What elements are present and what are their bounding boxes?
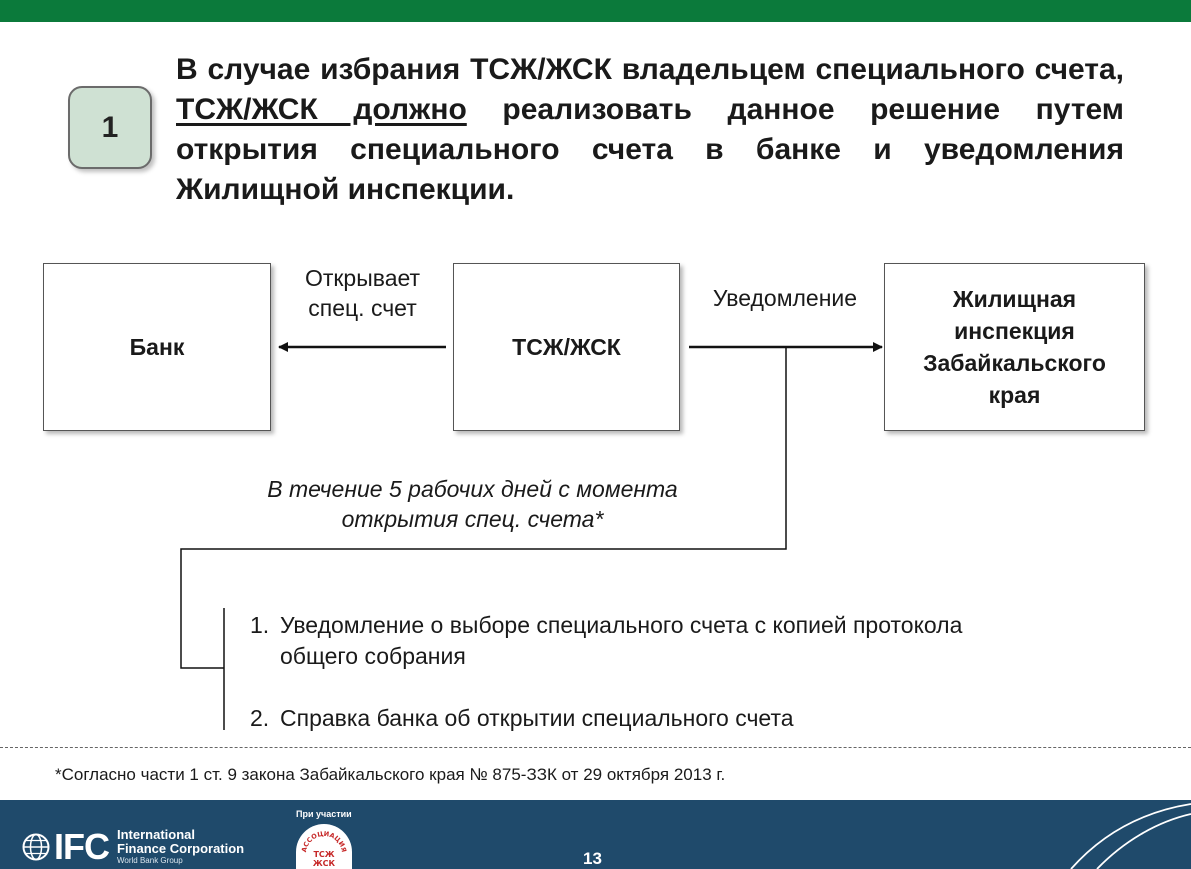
partner-association-logo: АССОЦИАЦИЯ ТСЖ ЖСК	[296, 824, 352, 869]
inspection-label-line: Забайкальского	[923, 350, 1106, 376]
required-documents-list: 1. Уведомление о выборе специального сче…	[250, 610, 1110, 734]
footnote: *Согласно части 1 ст. 9 закона Забайкаль…	[55, 765, 726, 784]
list-item: 1. Уведомление о выборе специального сче…	[250, 610, 1110, 672]
decorative-arcs	[1070, 803, 1191, 869]
bank-box: Банк	[43, 263, 271, 431]
tszh-box: ТСЖ/ЖСК	[453, 263, 680, 431]
step-number-badge: 1	[68, 86, 152, 169]
svg-text:ТСЖ: ТСЖ	[313, 850, 334, 859]
diagram-connectors	[180, 342, 883, 730]
ifc-name-line: International	[117, 827, 196, 842]
ifc-name: International Finance Corporation World …	[117, 828, 244, 866]
ifc-tagline: World Bank Group	[117, 856, 183, 865]
association-emblem-icon: АССОЦИАЦИЯ ТСЖ ЖСК	[300, 830, 348, 868]
ifc-logo: IFC International Finance Corporation Wo…	[22, 828, 244, 866]
deadline-connector	[180, 347, 787, 669]
page-number: 13	[583, 849, 602, 868]
deadline-line: В течение 5 рабочих дней с момента	[267, 476, 678, 502]
housing-inspection-box: Жилищная инспекция Забайкальского края	[884, 263, 1145, 431]
inspection-label-line: Жилищная	[952, 286, 1077, 312]
list-item-text: Уведомление о выборе специального счета …	[280, 612, 963, 638]
partner-caption: При участии	[296, 809, 352, 819]
footnote-divider	[0, 747, 1191, 748]
list-item-number: 2.	[250, 705, 270, 731]
slide-heading: В случае избрания ТСЖ/ЖСК владельцем спе…	[176, 50, 1124, 210]
list-item-number: 1.	[250, 612, 270, 638]
notification-label: Уведомление	[712, 285, 858, 311]
ifc-name-line: Finance Corporation	[117, 841, 245, 856]
list-item-text: Справка банка об открытии специального с…	[280, 705, 794, 731]
heading-underlined-text: ТСЖ/ЖСК должно	[176, 93, 467, 126]
list-item: 2. Справка банка об открытии специальног…	[250, 703, 1110, 734]
tszh-label: ТСЖ/ЖСК	[512, 334, 621, 360]
inspection-label-line: инспекция	[954, 318, 1075, 344]
heading-text-end: реализовать данное решение путем открыти…	[176, 93, 1124, 206]
globe-icon	[22, 833, 50, 861]
svg-text:ЖСК: ЖСК	[313, 859, 336, 868]
opens-account-line: Открывает	[304, 265, 421, 291]
deadline-label: В течение 5 рабочих дней с момента откры…	[190, 474, 755, 534]
opens-account-line: спец. счет	[308, 295, 417, 321]
list-item-text: общего собрания	[280, 643, 466, 669]
top-accent-bar	[0, 0, 1191, 22]
step-number: 1	[101, 110, 119, 144]
deadline-line: открытия спец. счета*	[341, 506, 604, 532]
ifc-letters: IFC	[54, 826, 110, 867]
footer-bar: IFC International Finance Corporation Wo…	[0, 800, 1191, 869]
heading-text-start: В случае избрания ТСЖ/ЖСК владельцем спе…	[176, 53, 1124, 86]
bank-label: Банк	[129, 334, 185, 360]
inspection-label-line: края	[988, 382, 1041, 408]
opens-account-label: Открывает спец. счет	[285, 263, 440, 323]
